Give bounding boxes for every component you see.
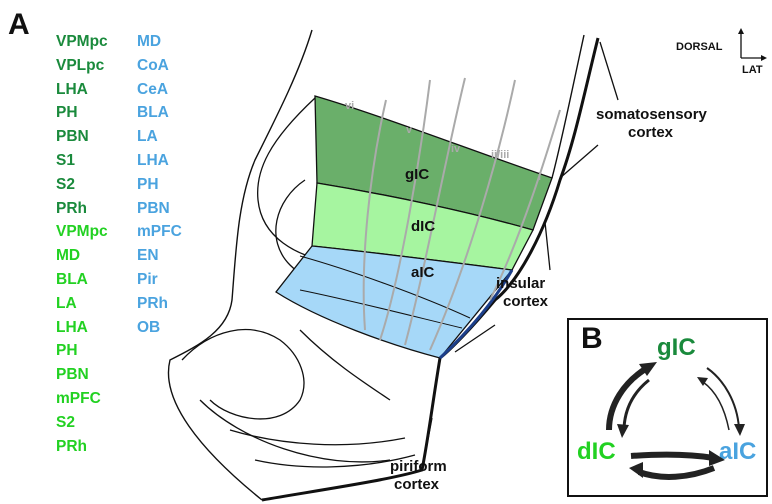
lat-arrow-head	[761, 55, 767, 61]
arrow-aic-to-dic-head	[629, 462, 643, 478]
gic-label: gIC	[405, 166, 429, 183]
arrow-dic-to-aic	[631, 455, 714, 458]
layer-i-label: i	[538, 171, 541, 183]
arrow-gic-to-dic-head	[617, 424, 629, 438]
dic-label: dIC	[411, 218, 435, 235]
internal-structure-7	[300, 330, 390, 400]
arrow-aic-to-dic	[639, 468, 714, 477]
somatosensory-label: somatosensory cortex	[596, 106, 707, 142]
aic-label: aIC	[411, 264, 434, 281]
dorsal-arrow-head	[738, 28, 744, 34]
arrow-dic-to-aic-head	[709, 450, 725, 466]
layer-ii-iii-label: ii/iii	[491, 149, 509, 161]
layer-vi-label: vi	[345, 100, 354, 112]
arrow-aic-to-gic	[703, 382, 729, 430]
somatosensory-pointer	[600, 42, 618, 100]
piriform-label: piriform cortex	[390, 458, 447, 494]
panel-b: B gIC dIC aIC	[567, 318, 768, 497]
arrow-gic-to-aic	[707, 368, 739, 428]
arrow-gic-to-aic-head	[734, 424, 745, 436]
layer-iv-label: iv	[451, 143, 460, 155]
layer-v-label: v	[406, 124, 412, 136]
dorsal-label: DORSAL	[676, 41, 722, 53]
panel-b-arrows	[569, 320, 766, 495]
arrow-dic-to-gic	[609, 368, 647, 430]
insular-pointer-1	[545, 222, 550, 270]
internal-structure-6	[230, 430, 405, 445]
lat-label: LAT	[742, 64, 763, 76]
internal-structure-4	[200, 400, 390, 462]
insular-label: insular cortex	[496, 275, 548, 311]
